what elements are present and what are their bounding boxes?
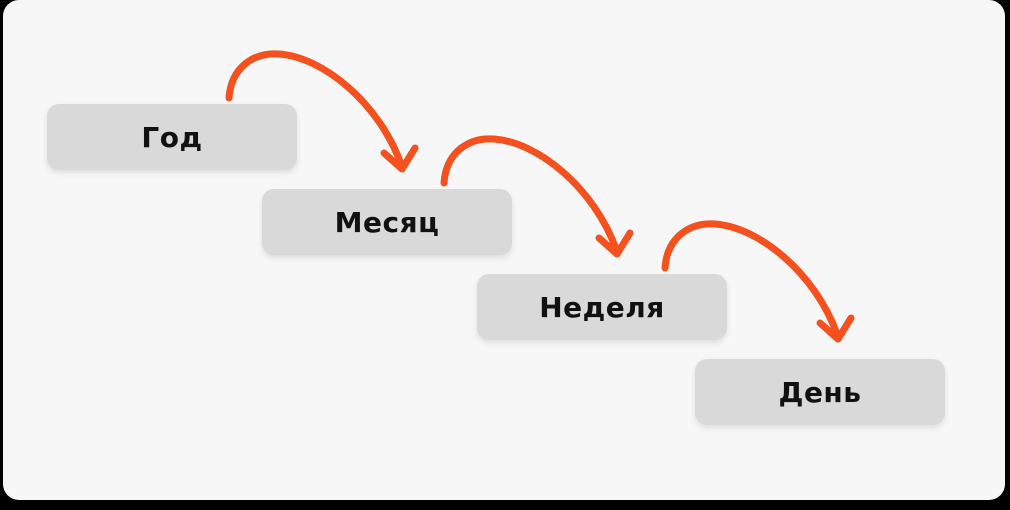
step-box-week: Неделя xyxy=(477,274,727,340)
step-box-day: День xyxy=(695,359,945,425)
step-box-month: Месяц xyxy=(262,189,512,255)
step-box-year: Год xyxy=(47,104,297,170)
step-label-month: Месяц xyxy=(334,205,440,239)
step-label-day: День xyxy=(778,375,862,409)
step-label-week: Неделя xyxy=(539,290,665,324)
step-label-year: Год xyxy=(141,120,203,154)
